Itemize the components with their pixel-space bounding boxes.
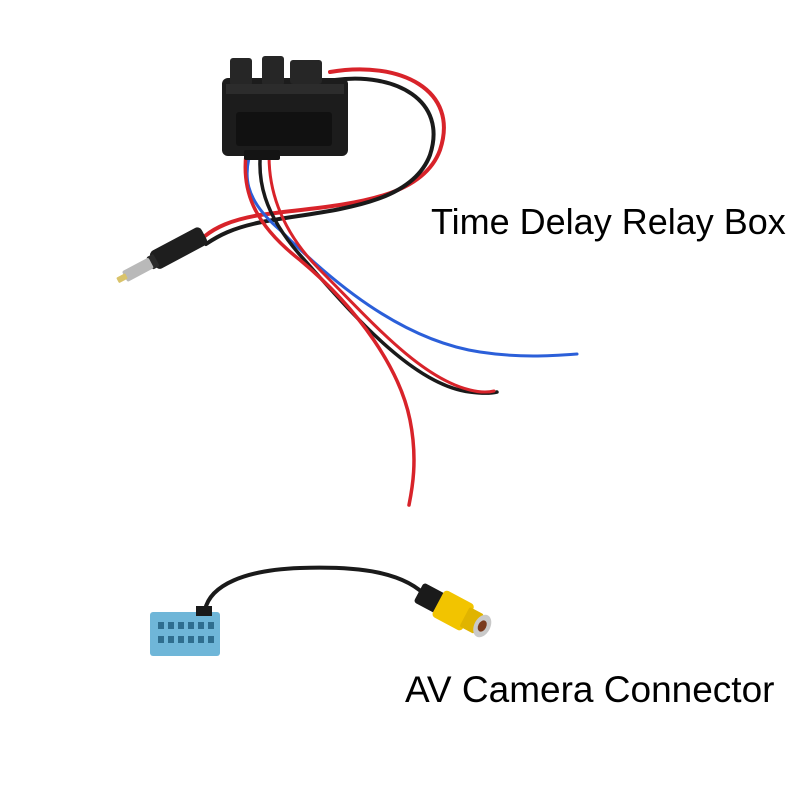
wire-blue-long	[245, 138, 579, 358]
wire-red-down	[243, 140, 416, 507]
wire-black-loop	[204, 76, 436, 246]
wire-red-short	[258, 140, 499, 395]
relay-wires	[203, 67, 579, 507]
dc-plug-icon	[116, 227, 208, 283]
relay-box-icon	[222, 56, 348, 160]
multipin-plug-icon	[150, 606, 220, 656]
av-cable-wire	[203, 565, 430, 612]
wire-red-short-b	[267, 138, 496, 394]
relay-box-label: Time Delay Relay Box	[431, 201, 786, 242]
av-connector-label: AV Camera Connector	[405, 669, 775, 710]
av-cable	[203, 565, 430, 612]
rca-plug-icon	[414, 583, 492, 638]
